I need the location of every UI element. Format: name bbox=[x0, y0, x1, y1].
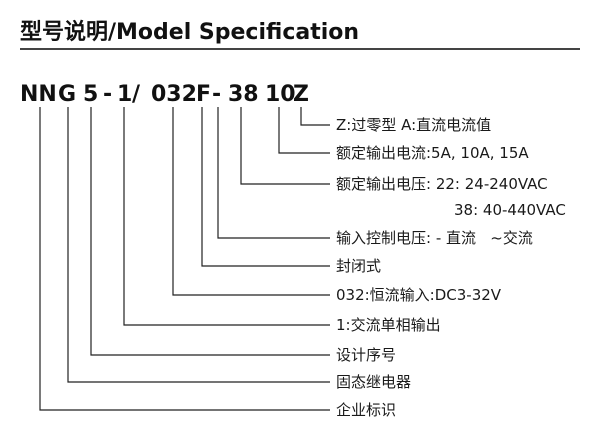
code-seg-zero-cross: Z bbox=[293, 82, 309, 107]
leader-lines bbox=[39, 107, 330, 411]
code-seg-output-type: 1 bbox=[117, 82, 132, 107]
desc-input-range: 032:恒流输入:DC3-32V bbox=[336, 286, 502, 304]
desc-company-mark: 企业标识 bbox=[336, 401, 396, 419]
code-seg-sealed: F bbox=[196, 82, 211, 107]
leader-rated-voltage bbox=[240, 107, 330, 185]
code-seg-input-range: 032 bbox=[151, 82, 197, 107]
leader-design-serial bbox=[90, 107, 330, 356]
code-seg-dash-2: - bbox=[212, 82, 221, 107]
leader-ssr bbox=[67, 107, 330, 383]
leader-input-control bbox=[217, 107, 330, 239]
code-seg-company: NN bbox=[20, 82, 57, 107]
code-seg-dash-1: - bbox=[103, 82, 112, 107]
leader-sealed bbox=[201, 107, 330, 267]
code-seg-current: 10 bbox=[265, 82, 296, 107]
code-seg-voltage: 38 bbox=[228, 82, 259, 107]
desc-rated-current: 额定输出电流:5A, 10A, 15A bbox=[336, 144, 529, 162]
desc-ssr: 固态继电器 bbox=[336, 373, 411, 391]
leader-rated-current bbox=[278, 107, 330, 154]
page-title: 型号说明/Model Specification bbox=[20, 20, 360, 45]
desc-input-control: 输入控制电压: - 直流 ~交流 bbox=[336, 229, 533, 247]
model-code: NN G 5 - 1 / 032 F - 38 10 Z bbox=[20, 82, 309, 107]
description-labels: Z:过零型 A:直流电流值 额定输出电流:5A, 10A, 15A 额定输出电压… bbox=[336, 116, 566, 419]
title-divider bbox=[20, 48, 580, 50]
leader-zero-cross bbox=[300, 107, 330, 126]
desc-ac-single-phase: 1:交流单相输出 bbox=[336, 316, 441, 334]
desc-zero-cross: Z:过零型 A:直流电流值 bbox=[336, 116, 491, 134]
code-seg-design: 5 bbox=[83, 82, 98, 107]
leader-company-mark bbox=[39, 107, 330, 411]
code-seg-slash: / bbox=[132, 82, 141, 107]
leader-input-range bbox=[172, 107, 330, 296]
code-seg-ssr: G bbox=[58, 82, 76, 107]
desc-sealed: 封闭式 bbox=[336, 257, 381, 275]
desc-rated-voltage-2: 38: 40-440VAC bbox=[454, 201, 566, 219]
desc-design-serial: 设计序号 bbox=[336, 346, 396, 364]
desc-rated-voltage: 额定输出电压: 22: 24-240VAC bbox=[336, 175, 548, 193]
leader-ac-single-phase bbox=[123, 107, 330, 326]
